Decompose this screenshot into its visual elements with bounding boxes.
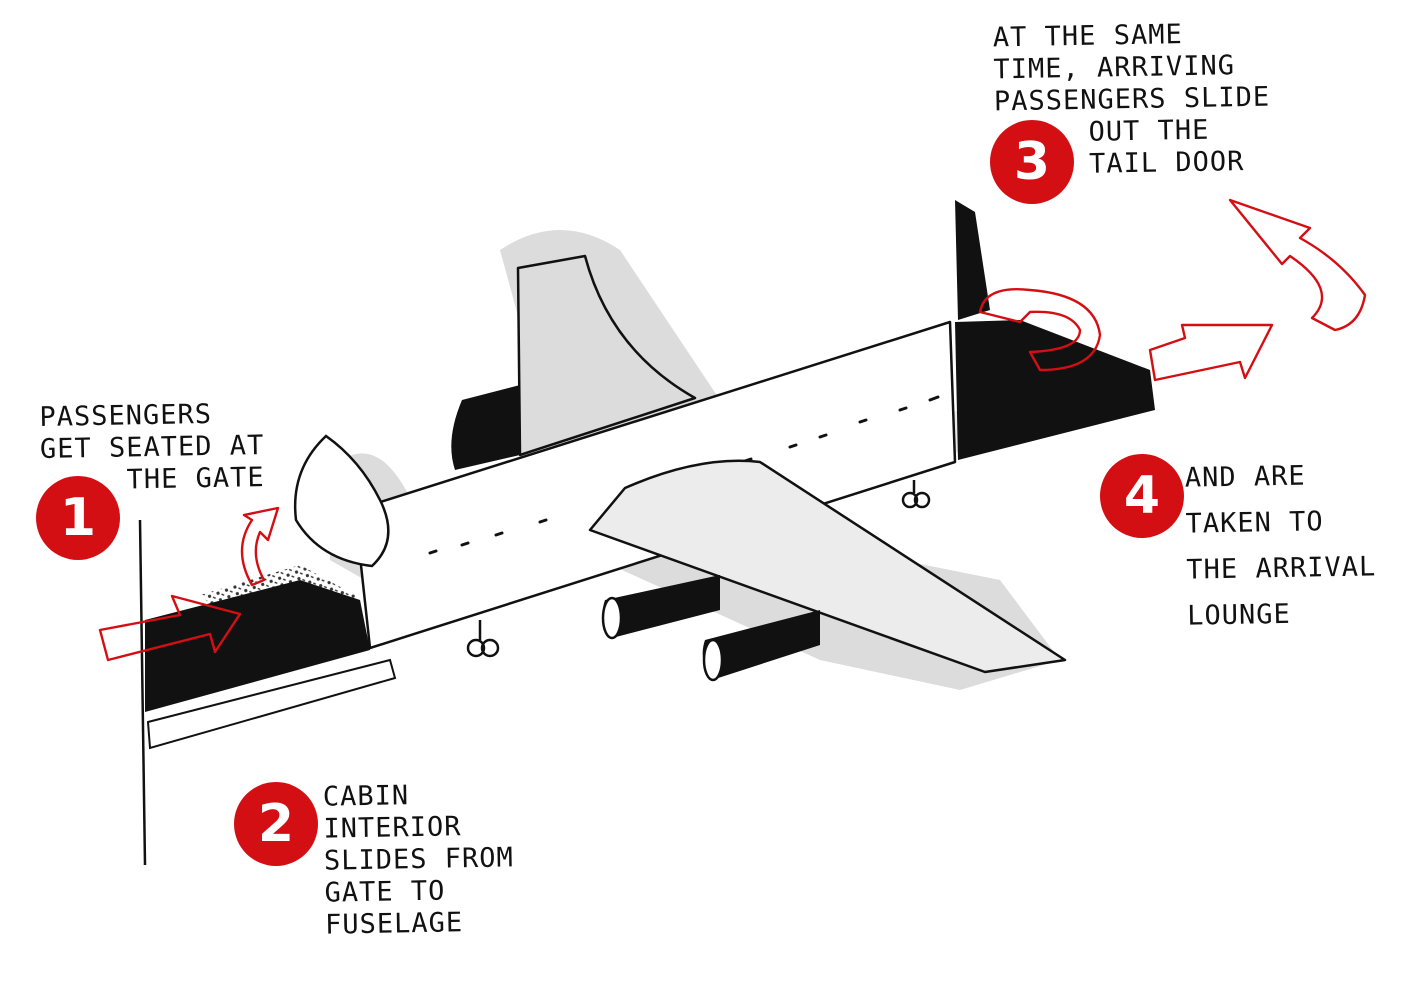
step-2-badge: 2 xyxy=(234,782,318,866)
step-3-line-5: TAIL DOOR xyxy=(1088,146,1245,180)
step-1-caption: PASSENGERS GET SEATED AT THE GATE xyxy=(39,398,265,498)
step-3-caption: AT THE SAME TIME, ARRIVING PASSENGERS SL… xyxy=(993,18,1272,183)
step-4-line-4: LOUNGE xyxy=(1186,598,1292,632)
tail-fin xyxy=(955,200,990,320)
step-2-line-1: CABIN xyxy=(322,780,410,813)
step-3-line-1: AT THE SAME xyxy=(992,19,1183,54)
boarding-cabin-module xyxy=(145,565,397,750)
step-3-line-4: OUT THE xyxy=(1088,114,1210,148)
step-3-line-3: PASSENGERS SLIDE xyxy=(993,81,1271,118)
step-1-line-3: THE GATE xyxy=(126,462,265,496)
step-1-line-2: GET SEATED AT xyxy=(39,430,265,465)
far-wing xyxy=(516,254,697,457)
step-2-line-5: FUSELAGE xyxy=(324,907,464,941)
far-engine xyxy=(451,385,520,470)
step-2-line-2: INTERIOR xyxy=(323,811,462,845)
step-4-line-1: AND ARE xyxy=(1184,460,1306,494)
near-wing xyxy=(588,459,1067,674)
step-2-line-3: SLIDES FROM xyxy=(323,842,515,877)
step-4-caption: AND ARE TAKEN TO THE ARRIVAL LOUNGE xyxy=(1184,452,1377,639)
step-1-badge: 1 xyxy=(36,476,120,560)
nose-cone xyxy=(293,434,390,568)
near-engines xyxy=(601,575,820,682)
step-4-badge: 4 xyxy=(1100,454,1184,538)
step-4-line-2: TAKEN TO xyxy=(1185,506,1324,540)
landing-gear xyxy=(466,480,931,658)
tail-cabin-module xyxy=(955,320,1155,460)
step-2-caption: CABIN INTERIOR SLIDES FROM GATE TO FUSEL… xyxy=(323,778,516,941)
gate-wall xyxy=(138,519,147,866)
step-3-badge: 3 xyxy=(990,120,1074,204)
red-arrows xyxy=(98,198,1367,662)
step-2-line-4: GATE TO xyxy=(324,875,446,909)
step-3-line-2: TIME, ARRIVING xyxy=(993,50,1236,86)
step-1-line-1: PASSENGERS xyxy=(39,398,213,433)
step-4-line-3: THE ARRIVAL xyxy=(1186,551,1377,586)
